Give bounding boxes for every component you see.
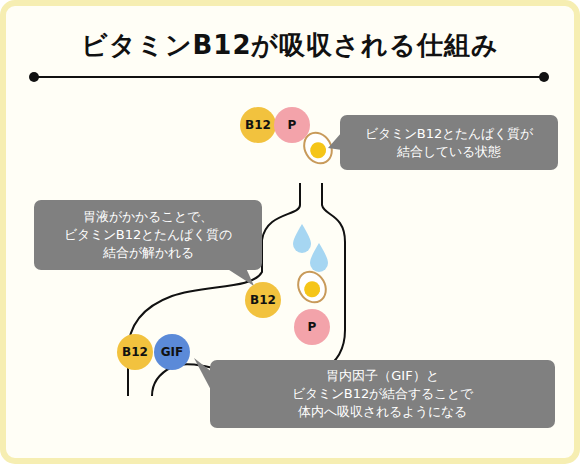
protein-circle: P <box>274 107 310 143</box>
rule-dot <box>539 72 549 82</box>
protein-circle: P <box>294 309 330 345</box>
vitamin-b12-circle: B12 <box>240 107 276 143</box>
title-rule <box>34 76 544 78</box>
page-border <box>3 3 577 461</box>
callout-box: 胃液がかかることで、 ビタミンB12とたんぱく質の 結合が解かれる <box>34 200 262 270</box>
callout-text: 胃内因子（GIF）と ビタミンB12が結合することで 体内へ吸収されるようになる <box>273 367 493 421</box>
circle-label: P <box>308 320 317 334</box>
circle-label: B12 <box>245 118 271 132</box>
vitamin-b12-circle: B12 <box>245 282 281 318</box>
gastric-drop <box>310 243 328 272</box>
callout-box: ビタミンB12とたんぱく質が 結合している状態 <box>340 115 558 170</box>
diagram-title: ビタミンB12が吸収される仕組み <box>0 28 580 63</box>
circle-label: B12 <box>122 345 148 359</box>
callout-tail <box>226 268 254 286</box>
circle-label: B12 <box>250 293 276 307</box>
callout-text: ビタミンB12とたんぱく質が 結合している状態 <box>348 125 550 161</box>
intrinsic-factor-circle: GIF <box>154 334 190 370</box>
rule-dot <box>29 72 39 82</box>
callout-box: 胃内因子（GIF）と ビタミンB12が結合することで 体内へ吸収されるようになる <box>210 360 555 428</box>
callout-text: 胃液がかかることで、 ビタミンB12とたんぱく質の 結合が解かれる <box>42 208 254 262</box>
circle-label: P <box>288 118 297 132</box>
circle-label: GIF <box>161 345 184 359</box>
egg <box>293 267 332 308</box>
vitamin-b12-circle: B12 <box>117 334 153 370</box>
gastric-drop <box>293 224 311 253</box>
